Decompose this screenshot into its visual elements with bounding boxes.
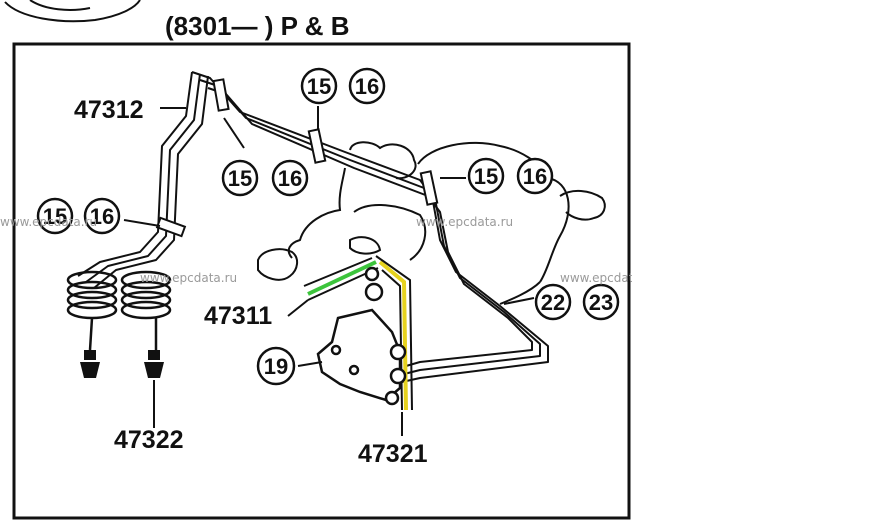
partial-illustration-top: [4, 0, 141, 23]
watermark-center-left: www.epcdata.ru: [140, 271, 237, 285]
proportioning-valve: [316, 266, 407, 406]
tube-clips: [155, 78, 439, 238]
svg-text:16: 16: [355, 74, 379, 99]
svg-text:16: 16: [278, 166, 302, 191]
callout-16-right: 16: [516, 157, 554, 195]
svg-text:15: 15: [474, 164, 498, 189]
callout-15-left: 15: [36, 197, 74, 235]
diagram-frame: [12, 42, 631, 520]
leader-lines: [123, 106, 535, 436]
brake-booster-outline: [257, 141, 606, 305]
svg-text:22: 22: [541, 290, 565, 315]
callout-16-left: 16: [83, 197, 121, 235]
hose-fittings: [80, 350, 164, 378]
svg-text:15: 15: [307, 74, 331, 99]
callout-15-top: 15: [300, 67, 338, 105]
part-number-47322: 47322: [114, 426, 184, 454]
svg-text:19: 19: [264, 354, 288, 379]
watermark-left: www.epcdata.ru: [0, 215, 97, 229]
flex-hose-coils: [66, 270, 172, 351]
svg-text:16: 16: [523, 164, 547, 189]
callout-19: 19: [256, 346, 296, 386]
svg-text:15: 15: [43, 204, 67, 229]
brake-tube-47312: [77, 71, 549, 383]
watermark-center: www.epcdata.ru: [416, 215, 513, 229]
callout-23: 23: [582, 283, 620, 321]
part-number-47321: 47321: [358, 440, 428, 468]
svg-text:15: 15: [228, 166, 252, 191]
callout-15-right: 15: [467, 157, 505, 195]
header-label: (8301— ) P & B: [165, 11, 349, 41]
brake-tube-47321-highlight: [378, 260, 408, 411]
callout-16-mid: 16: [271, 159, 309, 197]
callout-15-mid: 15: [221, 159, 259, 197]
callout-16-top: 16: [348, 67, 386, 105]
part-number-47312: 47312: [74, 96, 144, 124]
right-margin-mask: [632, 262, 662, 292]
brake-tube-47311-highlight: [307, 260, 377, 296]
svg-text:23: 23: [589, 290, 613, 315]
part-number-47311: 47311: [204, 302, 272, 330]
callout-22: 22: [534, 283, 572, 321]
svg-text:16: 16: [90, 204, 114, 229]
